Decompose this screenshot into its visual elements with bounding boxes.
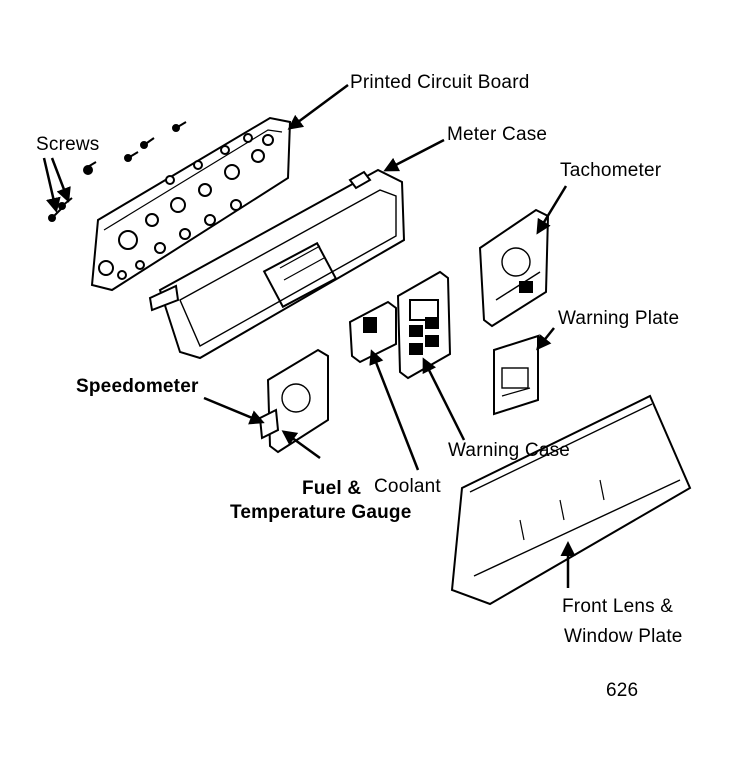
label-warning-plate: Warning Plate [558, 308, 680, 329]
arrow-fuel-temp [281, 430, 321, 460]
printed-circuit-board-part [90, 116, 292, 292]
coolant-gauge-part [348, 300, 397, 364]
tachometer-part [478, 208, 550, 328]
arrow-warning-case [422, 357, 466, 441]
label-screws: Screws [36, 134, 100, 155]
warning-plate-part [493, 334, 539, 416]
meter-case-part [148, 168, 406, 360]
label-window-plate: Window Plate [564, 626, 683, 647]
label-coolant: Coolant [374, 476, 441, 497]
arrow-warning-plate [536, 327, 555, 351]
arrow-screws-1 [42, 157, 61, 213]
label-front-lens: Front Lens & [562, 596, 674, 617]
label-meter-case: Meter Case [447, 124, 548, 145]
arrow-speedometer [203, 396, 265, 425]
label-tachometer: Tachometer [560, 160, 662, 181]
arrow-screws-2 [50, 157, 71, 203]
arrow-tachometer [536, 185, 568, 235]
label-temperature-gauge: Temperature Gauge [230, 502, 412, 523]
label-printed-circuit-board: Printed Circuit Board [350, 72, 530, 93]
label-speedometer: Speedometer [76, 376, 199, 397]
figure-number: 626 [606, 680, 639, 701]
label-warning-case: Warning Case [448, 440, 571, 461]
front-lens-window-plate-part [450, 394, 692, 606]
warning-case-part [396, 270, 452, 380]
leader-arrows [42, 83, 576, 588]
arrow-coolant [369, 349, 420, 471]
speedometer-part [258, 348, 329, 454]
label-fuel-and: Fuel & [302, 478, 362, 499]
arrow-meter-case [383, 138, 445, 172]
arrow-printed-circuit-board [287, 83, 349, 130]
screws-part [48, 121, 187, 222]
